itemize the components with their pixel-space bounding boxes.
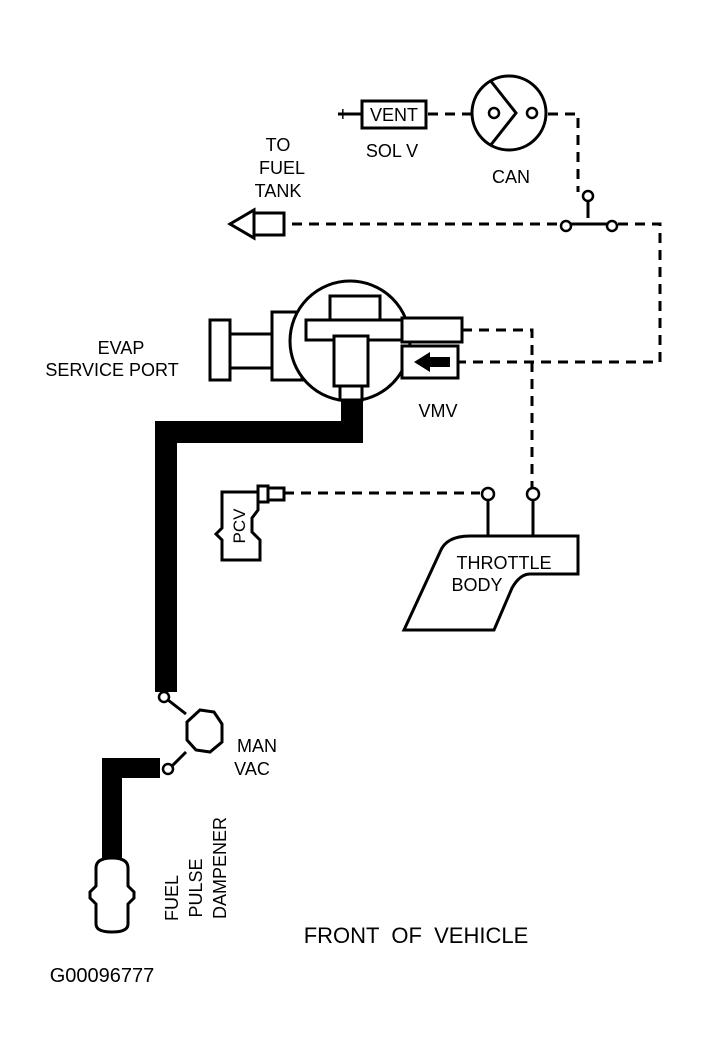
- throttle-label: THROTTLE: [456, 553, 551, 573]
- throttle-body: [401, 534, 580, 632]
- pcv-valve-icon: [213, 484, 286, 562]
- thick-line-vmv-to-manvac: [155, 398, 363, 692]
- vmv-upper-port: [400, 316, 464, 344]
- evap-label: EVAP: [98, 338, 145, 358]
- vent-solenoid-box: [360, 99, 428, 130]
- fuel-tank-arrow-icon: [227, 207, 286, 241]
- evap-port-cap: [208, 318, 232, 382]
- vmv-label: VMV: [418, 401, 457, 421]
- body-label: BODY: [451, 575, 502, 595]
- sol-v-label: SOL V: [366, 141, 418, 161]
- line-tee-to-vmv: [452, 222, 662, 364]
- can-label: CAN: [492, 167, 530, 187]
- fuel-dampener-label-dampener: DAMPENER: [210, 817, 230, 919]
- vent-plus-sign: +: [337, 104, 349, 126]
- thick-line-manvac-to-dampener: [102, 758, 160, 868]
- line-vmv-to-throttle: [462, 328, 534, 488]
- line-can-to-tee: [548, 112, 580, 192]
- dashed-lines: [284, 112, 662, 495]
- vmv-flow-arrow-icon: [414, 352, 450, 372]
- manvac-bottom-link: [170, 750, 188, 768]
- vmv-cap: [328, 294, 382, 324]
- vac-label: VAC: [234, 759, 270, 779]
- fuel-pulse-dampener-icon: [88, 856, 136, 934]
- service-port-label: SERVICE PORT: [45, 360, 178, 380]
- front-of-vehicle-label: FRONT OF VEHICLE: [304, 923, 529, 948]
- fuel-label: FUEL: [259, 158, 305, 178]
- manvac-top-link: [167, 698, 187, 716]
- man-label: MAN: [237, 736, 277, 756]
- tee-connector: [559, 189, 619, 233]
- pcv-label: PCV: [230, 508, 249, 544]
- canister-icon: [470, 74, 548, 152]
- vmv-outlet: [338, 384, 364, 402]
- throttle-ports: [480, 486, 541, 502]
- fuel-dampener-label-pulse: PULSE: [186, 858, 206, 917]
- to-label: TO: [266, 135, 291, 155]
- figure-id-label: G00096777: [50, 965, 155, 987]
- fuel-dampener-label-fuel: FUEL: [162, 875, 182, 921]
- manifold-vacuum-icon: [157, 690, 224, 776]
- evap-port-stem: [228, 332, 276, 370]
- tank-label: TANK: [255, 181, 302, 201]
- vmv-stem: [332, 334, 370, 388]
- vent-label: VENT: [370, 105, 418, 125]
- vmv-assembly: [208, 279, 464, 403]
